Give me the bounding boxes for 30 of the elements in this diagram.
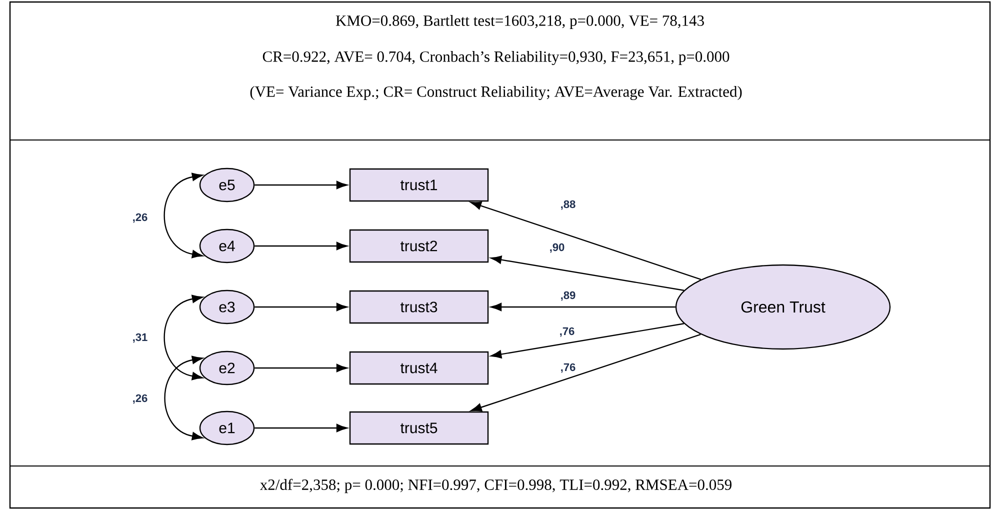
edge-label: ,26	[133, 394, 148, 404]
table-text: x2/df=2,358; p= 0.000; NFI=0.997, CFI=0.998, TLI=0.992, RMSEA=0.059	[260, 478, 732, 494]
arrow	[470, 334, 701, 412]
observed-box: trust1	[349, 168, 489, 202]
observed-box: trust3	[349, 290, 489, 324]
arrow	[254, 180, 348, 190]
observed-box: trust5	[349, 411, 489, 445]
observed-box: trust2	[349, 229, 489, 263]
observed-box: trust4	[349, 351, 489, 385]
table-text: KMO=0.869, Bartlett test=1603,218, p=0.000, VE= 78,143	[336, 14, 704, 30]
arrow	[490, 302, 676, 312]
arrow	[490, 256, 684, 291]
table-text: (VE= Variance Exp.; CR= Construct Reliability; AVE=Average Var. Extracted)	[250, 86, 742, 100]
arrow	[254, 302, 348, 312]
arrow	[254, 364, 348, 372]
covariance-arrow	[164, 172, 203, 258]
arrow	[490, 323, 684, 358]
table-text: CR=0.922, AVE= 0.704, Cronbach’s Reliability=0,930, F=23,651, p=0.000	[262, 50, 730, 66]
edge-label: ,26	[133, 213, 148, 223]
edge-label: ,76	[561, 363, 576, 373]
arrow	[254, 424, 348, 432]
edge-label: ,76	[560, 327, 574, 337]
edge-label: ,90	[550, 243, 564, 253]
edge-label: ,89	[561, 291, 576, 301]
covariance-arrow	[164, 356, 203, 440]
edge-label: ,88	[561, 200, 576, 210]
covariance-arrow	[164, 294, 203, 380]
edge-label: ,31	[133, 333, 148, 343]
arrow	[254, 242, 348, 250]
arrow	[470, 202, 702, 280]
